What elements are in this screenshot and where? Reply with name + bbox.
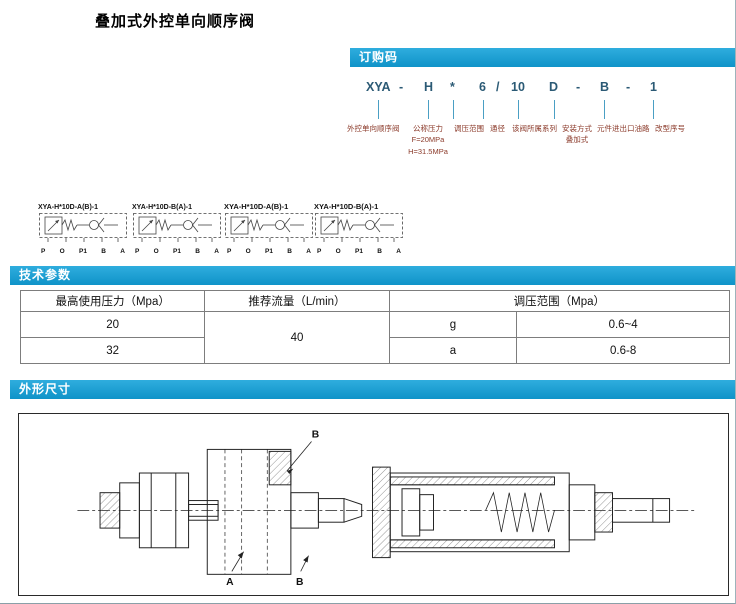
port-o: O	[153, 248, 159, 255]
code-label-valve-type: 外控单向顺序阀	[347, 124, 400, 133]
cell-range: 0.6-8	[516, 337, 730, 364]
code-part-10: 10	[511, 80, 525, 94]
code-separator: -	[576, 80, 581, 94]
symbol-group-4: XYA-H*10D-B(A)-1 P O P1 B A	[314, 202, 406, 255]
dim-label-a-bottom: A	[226, 577, 234, 588]
port-b: B	[377, 248, 382, 255]
table-header-row: 最高使用压力（Mpa） 推荐流量（L/min） 调压范围（Mpa）	[19, 290, 731, 312]
outline-drawing: B A B	[77, 430, 698, 588]
hydraulic-symbol-diagram	[39, 213, 127, 242]
port-p1: P1	[79, 248, 87, 255]
code-label-nominal-pressure: 公称压力 F=20MPa H=31.5MPa	[408, 124, 448, 156]
symbol-group-3: XYA-H*10D-A(B)-1 P O P1 B A	[224, 202, 316, 255]
port-b: B	[101, 248, 106, 255]
code-part-d: D	[549, 80, 559, 94]
port-a: A	[214, 248, 219, 255]
port-p: P	[227, 248, 232, 255]
cell-flow: 40	[204, 311, 390, 364]
port-p: P	[135, 248, 140, 255]
symbol-group-2: XYA-H*10D-B(A)-1 P O P1 B A	[132, 204, 224, 255]
port-o: O	[59, 248, 65, 255]
port-letters: P O P1 B A	[227, 248, 311, 255]
code-connector-line	[554, 100, 555, 119]
code-part-1: 1	[650, 80, 657, 94]
code-label-ports: 元件进出口油路	[597, 124, 650, 133]
code-connector-line	[453, 100, 454, 119]
code-connector-line	[483, 100, 484, 119]
code-label-mounting: 安装方式 叠加式	[562, 124, 592, 145]
code-part-h: H	[424, 80, 434, 94]
hydraulic-symbol-diagram	[133, 213, 221, 242]
cell-grade: g	[388, 311, 518, 338]
table-row: 20 40 g 0.6~4	[19, 311, 730, 364]
dimensions-header-label: 外形尺寸	[19, 382, 72, 396]
page-title: 叠加式外控单向顺序阀	[95, 13, 256, 30]
symbol-label: XYA-H*10D-A(B)-1	[38, 204, 99, 211]
code-part-b: B	[600, 80, 610, 94]
port-letters: P O P1 B A	[41, 248, 125, 255]
code-separator: -	[626, 80, 631, 94]
code-separator: /	[496, 80, 500, 94]
cell-grade: a	[388, 337, 518, 364]
code-part-6: 6	[479, 80, 486, 94]
col-header-max-pressure: 最高使用压力（Mpa）	[19, 290, 206, 312]
dim-label-b-bottom: B	[296, 577, 303, 588]
outline-drawing-frame: B A B	[18, 413, 729, 596]
hydraulic-symbol-diagram	[315, 213, 403, 242]
port-p: P	[41, 248, 46, 255]
port-p1: P1	[265, 248, 273, 255]
cell-max-pressure: 32	[19, 337, 206, 364]
code-separator: -	[399, 80, 404, 94]
code-label-modification: 改型序号	[655, 124, 685, 133]
symbol-label: XYA-H*10D-B(A)-1	[132, 204, 193, 211]
code-part-star: *	[450, 80, 455, 94]
code-connector-line	[428, 100, 429, 119]
port-letters: P O P1 B A	[135, 248, 219, 255]
code-label-diameter: 通径	[490, 124, 505, 133]
port-p: P	[317, 248, 322, 255]
code-part-xya: XYA	[366, 80, 391, 94]
cell-max-pressure: 20	[19, 311, 206, 338]
parameters-header-bar: 技术参数	[10, 266, 735, 285]
code-connector-line	[604, 100, 605, 119]
cell-range: 0.6~4	[516, 311, 730, 338]
symbol-label: XYA-H*10D-B(A)-1	[314, 202, 379, 211]
port-a: A	[396, 248, 401, 255]
parameters-table: 最高使用压力（Mpa） 推荐流量（L/min） 调压范围（Mpa） 20 40 …	[19, 290, 731, 364]
code-connector-line	[653, 100, 654, 119]
code-label-pressure-range: 调压范围	[454, 124, 484, 133]
port-b: B	[195, 248, 200, 255]
port-p1: P1	[355, 248, 363, 255]
port-b: B	[287, 248, 292, 255]
table-row: 32 a 0.6-8	[19, 337, 730, 364]
col-header-flow: 推荐流量（L/min）	[204, 290, 390, 312]
port-o: O	[245, 248, 251, 255]
port-a: A	[306, 248, 311, 255]
port-a: A	[120, 248, 125, 255]
ordering-header-label: 订购码	[359, 50, 399, 64]
dimensions-header-bar: 外形尺寸	[10, 380, 735, 399]
port-p1: P1	[173, 248, 181, 255]
code-label-series: 该阀所属系列	[512, 124, 557, 133]
symbol-group-1: XYA-H*10D-A(B)-1 P O P1 B A	[38, 204, 130, 255]
symbol-label: XYA-H*10D-A(B)-1	[224, 202, 289, 211]
code-connector-line	[378, 100, 379, 119]
hydraulic-symbol-diagram	[225, 213, 313, 242]
port-letters: P O P1 B A	[317, 248, 401, 255]
parameters-header-label: 技术参数	[19, 268, 72, 282]
col-header-range: 调压范围（Mpa）	[388, 290, 731, 312]
ordering-header-bar: 订购码	[350, 48, 735, 67]
port-o: O	[335, 248, 341, 255]
code-connector-line	[518, 100, 519, 119]
dim-label-b-top: B	[312, 430, 319, 441]
